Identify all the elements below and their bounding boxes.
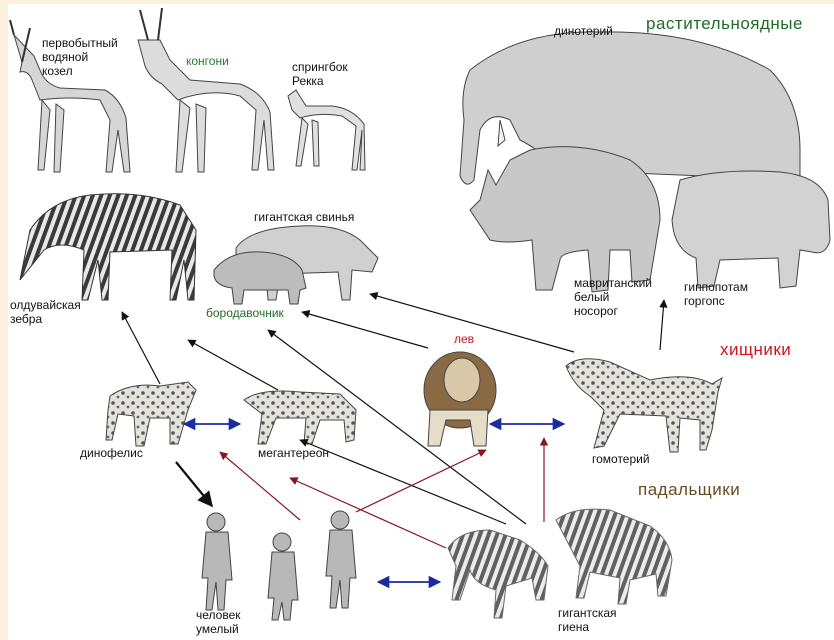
label-hippo: гиппопотам горгопс (684, 280, 748, 308)
label-hyena: гигантская гиена (558, 606, 617, 634)
arrow-dinofelis-to-zebra (122, 312, 160, 384)
homo-habilis-illustration (202, 511, 356, 620)
label-giant-pig: гигантская свинья (254, 210, 354, 224)
label-lion: лев (454, 332, 474, 346)
hippo-illustration (672, 171, 830, 288)
arrow-homotherium-to-hippo (660, 300, 664, 350)
group-scavengers: падальщики (638, 480, 740, 500)
label-waterbuck: первобытный водяной козел (42, 36, 118, 78)
group-predators: хищники (720, 340, 791, 360)
label-warthog: бородавочник (206, 306, 284, 320)
label-kongoni: конгони (186, 54, 229, 68)
label-zebra: олдувайская зебра (10, 298, 81, 326)
megantereon-illustration (244, 391, 356, 444)
label-rhino: мавританский белый носорог (574, 276, 652, 318)
springbok-illustration (288, 90, 365, 170)
lion-illustration (424, 352, 496, 446)
arrow-homo-to-lion (356, 450, 486, 512)
kongoni-illustration (138, 8, 274, 172)
rhino-illustration (470, 147, 660, 292)
arrow-homo-to-megantereon (220, 452, 300, 520)
label-deinotherium: динотерий (554, 24, 613, 38)
arrow-hyena-to-megantereon (300, 440, 506, 524)
arrow-dinofelis-to-homo (176, 462, 212, 506)
label-dinofelis: динофелис (80, 446, 143, 460)
label-homo: человек умелый (196, 608, 241, 636)
hyena-illustration (448, 509, 672, 618)
label-megantereon: мегантерeон (258, 446, 329, 460)
arrow-megantereon-to-zebra (188, 340, 278, 390)
label-homotherium: гомотерий (592, 452, 650, 466)
zebra-illustration (20, 194, 196, 300)
group-herbivores: растительноядные (646, 14, 803, 34)
arrow-hyena-to-megantereon-red (290, 478, 446, 548)
homotherium-illustration (566, 359, 722, 452)
dinofelis-illustration (106, 382, 196, 446)
label-springbok: спрингбок Рекка (292, 60, 348, 88)
arrow-lion-to-warthog (302, 312, 428, 348)
